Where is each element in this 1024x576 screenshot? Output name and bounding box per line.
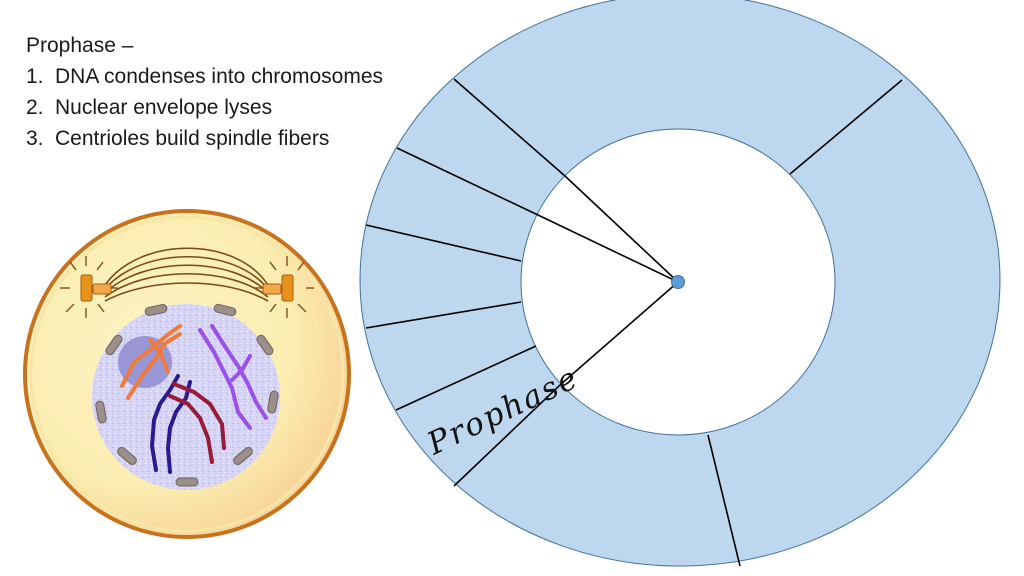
nuclear-envelope-fragments [95, 303, 279, 487]
divider-prophase-end [453, 384, 561, 487]
step-2: 2. Nuclear envelope lyses [26, 92, 446, 123]
divider-prophase-start [395, 345, 537, 411]
step-2-number: 2. [26, 96, 44, 119]
prophase-text-block: Prophase – 1. DNA condenses into chromoso… [26, 30, 446, 154]
spindle-fibers [104, 247, 269, 302]
chromosomes [120, 324, 268, 474]
chromosome-orange-b [126, 332, 182, 400]
chromosome-navy-a [150, 374, 180, 472]
divider-3 [365, 301, 522, 329]
cell-inner-rim [29, 215, 345, 533]
cell-cycle-ring [359, 0, 1001, 567]
centriole-left [60, 256, 118, 318]
step-2-text: Nuclear envelope lyses [55, 96, 273, 119]
chromosome-orange-a [120, 324, 182, 388]
chromosome-purple-c [230, 354, 252, 382]
step-3-text: Centrioles build spindle fibers [55, 127, 330, 150]
chromosome-purple-b [210, 324, 268, 420]
step-3: 3. Centrioles build spindle fibers [26, 123, 446, 154]
chromosome-maroon-a [168, 394, 214, 464]
ring-dividers [365, 78, 903, 567]
step-3-number: 3. [26, 127, 44, 150]
chromosome-navy-b [166, 380, 192, 474]
prophase-heading: Prophase – [26, 34, 134, 57]
center-dot [671, 275, 685, 289]
step-1: 1. DNA condenses into chromosomes [26, 61, 446, 92]
chromosome-maroon-b [172, 382, 226, 450]
chromosome-orange-c [148, 338, 170, 374]
spoke-middle [564, 175, 679, 283]
chromosome-purple-a [198, 328, 252, 430]
step-1-number: 1. [26, 65, 44, 88]
divider-2 [365, 224, 522, 262]
prophase-steps-list: 1. DNA condenses into chromosomes 2. Nucle… [26, 61, 446, 154]
divider-1 [396, 147, 539, 216]
centriole-right [254, 256, 314, 318]
spoke-lower [559, 281, 679, 386]
divider-top-right [789, 79, 903, 175]
divider-g2-start [453, 78, 566, 177]
spoke-upper [537, 214, 679, 283]
divider-bottom [707, 434, 741, 567]
step-1-text: DNA condenses into chromosomes [55, 65, 383, 88]
